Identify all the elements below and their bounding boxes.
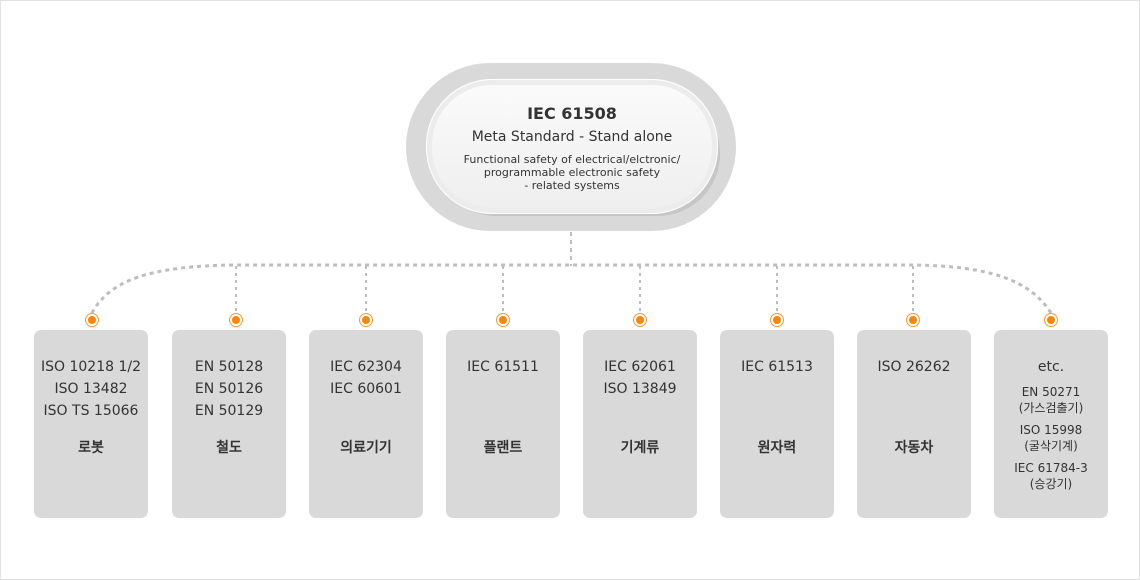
sector-label: 기계류 bbox=[620, 440, 660, 456]
bus-line bbox=[90, 263, 1053, 314]
connector-dot bbox=[359, 313, 373, 327]
sector-label: 로봇 bbox=[78, 440, 104, 456]
sector-box-automotive: ISO 26262 자동차 bbox=[857, 330, 971, 518]
standard-code: IEC 60601 bbox=[330, 381, 402, 397]
sector-box-robot: ISO 10218 1/2 ISO 13482 ISO TS 15066 로봇 bbox=[34, 330, 148, 518]
standard-code: IEC 62061 bbox=[604, 359, 676, 375]
standard-code: EN 50129 bbox=[194, 403, 264, 419]
standard-code: ISO 15998 bbox=[1019, 423, 1083, 437]
connector-dot bbox=[633, 313, 647, 327]
standard-code: EN 50128 bbox=[194, 359, 264, 375]
standard-codes: IEC 61513 bbox=[720, 356, 834, 422]
etc-item: IEC 61784-3 (승강기) bbox=[994, 460, 1108, 492]
hub-subtitle: Meta Standard - Stand alone bbox=[471, 129, 673, 145]
standard-codes: ISO 26262 bbox=[857, 356, 971, 422]
standard-note: (승강기) bbox=[1029, 477, 1073, 491]
sector-label: 철도 bbox=[216, 440, 242, 456]
connector-dot bbox=[496, 313, 510, 327]
connector-dot bbox=[1044, 313, 1058, 327]
standard-code: ISO 13482 bbox=[54, 381, 128, 397]
sector-box-medical: IEC 62304 IEC 60601 의료기기 bbox=[309, 330, 423, 518]
standard-codes: IEC 62061 ISO 13849 bbox=[583, 356, 697, 422]
standard-codes: EN 50128 EN 50126 EN 50129 bbox=[172, 356, 286, 422]
standard-code: IEC 62304 bbox=[330, 359, 402, 375]
standard-code: ISO 26262 bbox=[877, 359, 951, 375]
connector-dot bbox=[906, 313, 920, 327]
etc-list: etc. EN 50271 (가스검출기) ISO 15998 (굴삭기계) I… bbox=[994, 356, 1108, 492]
standard-codes: IEC 62304 IEC 60601 bbox=[309, 356, 423, 422]
sector-box-plant: IEC 61511 플랜트 bbox=[446, 330, 560, 518]
sector-box-etc: etc. EN 50271 (가스검출기) ISO 15998 (굴삭기계) I… bbox=[994, 330, 1108, 518]
connector-dot bbox=[770, 313, 784, 327]
standard-code: EN 50271 bbox=[1021, 385, 1081, 399]
etc-item: ISO 15998 (굴삭기계) bbox=[994, 422, 1108, 454]
standard-code: ISO TS 15066 bbox=[43, 403, 139, 419]
standard-note: (가스검출기) bbox=[1018, 401, 1084, 415]
hub-description: Functional safety of electrical/elctroni… bbox=[463, 153, 681, 192]
standard-code: IEC 61513 bbox=[741, 359, 813, 375]
standard-code: IEC 61784-3 bbox=[1014, 461, 1088, 475]
sector-box-railway: EN 50128 EN 50126 EN 50129 철도 bbox=[172, 330, 286, 518]
sector-box-nuclear: IEC 61513 원자력 bbox=[720, 330, 834, 518]
sector-box-machinery: IEC 62061 ISO 13849 기계류 bbox=[583, 330, 697, 518]
hub-title: IEC 61508 bbox=[527, 104, 617, 123]
standard-code: ISO 13849 bbox=[603, 381, 677, 397]
standard-codes: IEC 61511 bbox=[446, 356, 560, 422]
standard-code: IEC 61511 bbox=[467, 359, 539, 375]
sector-label: 의료기기 bbox=[340, 440, 392, 456]
standard-codes: ISO 10218 1/2 ISO 13482 ISO TS 15066 bbox=[34, 356, 148, 422]
sector-label: 자동차 bbox=[894, 440, 934, 456]
sector-label: 플랜트 bbox=[483, 440, 523, 456]
sector-label: 원자력 bbox=[757, 440, 797, 456]
connector-dot bbox=[85, 313, 99, 327]
hub-node: IEC 61508 Meta Standard - Stand alone Fu… bbox=[426, 79, 718, 214]
etc-title: etc. bbox=[1037, 359, 1065, 375]
etc-item: EN 50271 (가스검출기) bbox=[994, 384, 1108, 416]
standard-code: EN 50126 bbox=[194, 381, 264, 397]
standard-code: ISO 10218 1/2 bbox=[40, 359, 141, 375]
connector-dot bbox=[229, 313, 243, 327]
standard-note: (굴삭기계) bbox=[1024, 439, 1078, 453]
